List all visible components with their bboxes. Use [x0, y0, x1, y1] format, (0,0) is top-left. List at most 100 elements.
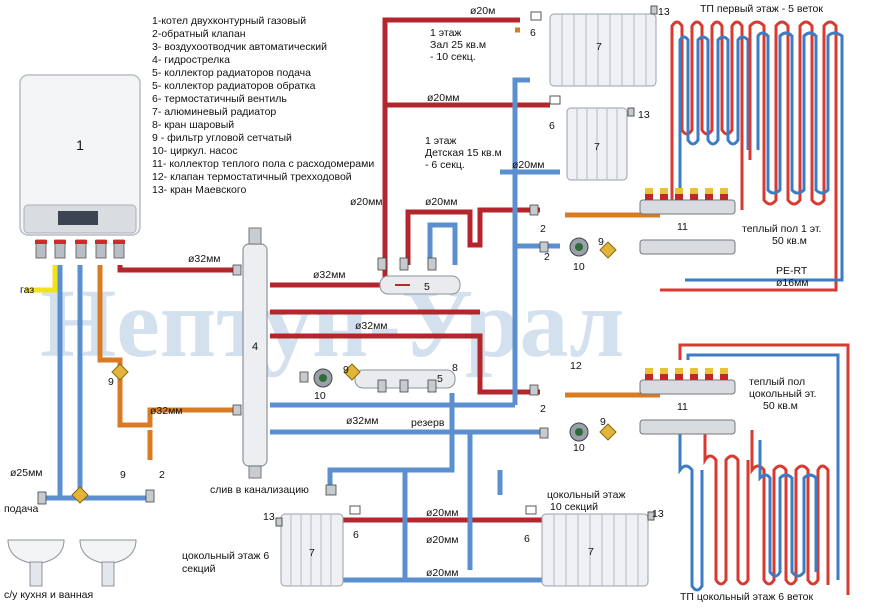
floor-bottom-line1: теплый пол: [749, 376, 805, 388]
pump-floor-top[interactable]: [569, 237, 589, 257]
d20-base1-label: ø20мм: [426, 507, 459, 519]
room1-title: 1 этаж: [430, 27, 461, 39]
num-9: 9: [120, 469, 126, 481]
d25-label: ø25мм: [10, 467, 43, 479]
hydraulic-separator: 4: [242, 227, 268, 479]
num-6: 6: [524, 533, 530, 545]
num-7: 7: [588, 546, 594, 558]
num-10: 10: [573, 261, 585, 273]
d20-base2-label: ø20мм: [426, 534, 459, 546]
room1-line1: Зал 25 кв.м: [430, 39, 486, 51]
reserve-label: резерв: [411, 417, 445, 429]
num-12: 12: [570, 360, 582, 372]
floor-bottom-title: ТП цокольный этаж 6 веток: [680, 591, 813, 603]
num-8: 8: [452, 362, 458, 374]
num-11: 11: [677, 401, 688, 413]
floor-manifold-bottom: [639, 368, 736, 435]
num-11: 11: [677, 221, 688, 233]
air-vents: [275, 5, 658, 527]
d20-b-label: ø20мм: [512, 159, 545, 171]
collector-supply: [379, 275, 461, 295]
d16-label: ø16мм: [776, 277, 809, 289]
num-2: 2: [540, 223, 546, 235]
boiler-number: 1: [76, 137, 84, 153]
base-room-right-2: 10 секций: [550, 501, 598, 513]
num-9: 9: [343, 364, 349, 376]
num-6: 6: [549, 120, 555, 132]
d20-riser-label: ø20мм: [350, 196, 383, 208]
num-7: 7: [309, 547, 315, 559]
floor-top-line1: теплый пол 1 эт.: [742, 223, 821, 235]
gas-label: газ: [20, 284, 34, 296]
floor-loops-top: [660, 20, 844, 292]
d20-top-label: ø20м: [470, 5, 495, 17]
num-9: 9: [108, 376, 114, 388]
radiator-base-right: [541, 513, 649, 587]
d20-a-label: ø20мм: [427, 92, 460, 104]
legend-item: 3- воздухоотводчик автоматический: [152, 41, 327, 53]
legend-item: 11- коллектор теплого пола с расходомера…: [152, 158, 374, 170]
base-room-right-1: цокольный этаж: [547, 489, 625, 501]
filter-icon: [111, 363, 129, 381]
filter-icon: [71, 486, 89, 504]
num-6: 6: [530, 27, 536, 39]
drain-label: слив в канализацию: [210, 484, 309, 496]
pump-floor-bottom[interactable]: [569, 422, 589, 442]
legend-item: 1-котел двухконтурный газовый: [152, 15, 306, 27]
d32-mid-label: ø32мм: [355, 320, 388, 332]
sink-kitchen: [7, 539, 65, 587]
hydro-number: 4: [252, 341, 258, 353]
num-7: 7: [596, 41, 602, 53]
pert-label: PE-RT: [776, 265, 808, 277]
legend-item: 5- коллектор радиаторов подача: [152, 67, 311, 79]
pipes-gas: [25, 265, 58, 293]
pipes-dhw: [97, 27, 660, 460]
labels: газ подача с/у кухня и ванная ø25мм ø32м…: [4, 3, 823, 603]
thermostatic-valves[interactable]: [349, 11, 561, 515]
legend-item: 10- циркул. насос: [152, 145, 238, 157]
num-7: 7: [594, 141, 600, 153]
num-13: 13: [638, 109, 650, 121]
watermark: Нептун-Урал: [40, 270, 624, 378]
num-13: 13: [263, 511, 275, 523]
filter-icon: [599, 423, 617, 441]
num-5: 5: [424, 281, 430, 293]
filter-icon: [599, 241, 617, 259]
ball-valves[interactable]: [37, 204, 549, 505]
legend-item: 4- гидрострелка: [152, 54, 230, 66]
base-room-left-1: цокольный этаж 6: [182, 550, 269, 562]
supply-label: подача: [4, 503, 39, 515]
num-10: 10: [573, 442, 585, 454]
room2-line2: - 6 секц.: [425, 159, 465, 171]
num-9: 9: [598, 236, 604, 248]
legend-item: 12- клапан термостатичный трехходовой: [152, 171, 352, 183]
floor-top-line2: 50 кв.м: [772, 235, 807, 247]
room2-title: 1 этаж: [425, 135, 456, 147]
legend-item: 9 - фильтр угловой сетчатый: [152, 132, 292, 144]
d32-top-label: ø32мм: [313, 269, 346, 281]
room2-line1: Детская 15 кв.м: [425, 147, 502, 159]
floor-bottom-line2: цокольный эт.: [749, 388, 816, 400]
boiler: 1: [19, 74, 141, 259]
room1-line2: - 10 секц.: [430, 51, 476, 63]
sink-bath: [79, 539, 137, 587]
d20-c-label: ø20мм: [425, 196, 458, 208]
num-6: 6: [353, 529, 359, 541]
num-10: 10: [314, 390, 326, 402]
component-numbers: 5 5 6 6 6 6 7 7 7 7 13 13 13 13 11 11 12…: [108, 6, 688, 559]
num-13: 13: [658, 6, 670, 18]
legend: 1-котел двухконтурный газовый 2-обратный…: [152, 15, 374, 196]
num-5: 5: [437, 373, 443, 385]
num-2: 2: [544, 251, 550, 263]
floor-loops-bottom: [678, 343, 850, 595]
d20-base3-label: ø20мм: [426, 567, 459, 579]
legend-item: 6- термостатичный вентиль: [152, 93, 287, 105]
legend-item: 8- кран шаровый: [152, 119, 234, 131]
pipes-return: [40, 77, 560, 583]
floor-manifold-top: [639, 188, 736, 255]
d32-res-label: ø32мм: [346, 415, 379, 427]
pump-radiators[interactable]: [313, 368, 333, 388]
legend-item: 7- алюминевый радиатор: [152, 106, 276, 118]
num-2: 2: [540, 403, 546, 415]
